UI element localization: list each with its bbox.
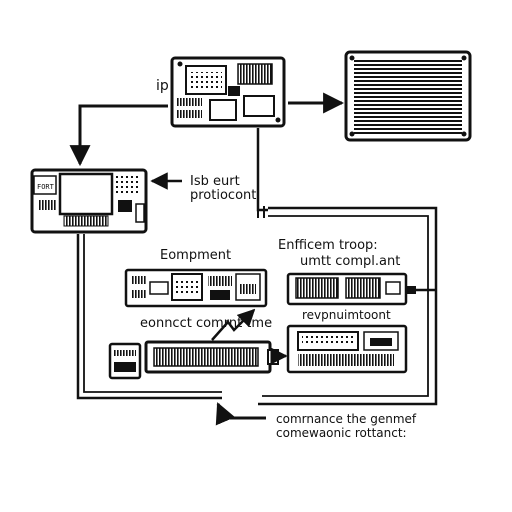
label-enfficem-troop: Enfficem troop: [278, 238, 378, 253]
label-eompment: Eompment [160, 248, 232, 263]
cable-right-bus-outer [258, 206, 438, 406]
label-isb-eurt: Isb eurt [190, 174, 240, 189]
arrow-board-to-left-module [69, 104, 168, 167]
label-umtt-compl-ant: umtt compl.ant [300, 254, 401, 269]
cable-left-loop-inner [83, 234, 222, 393]
heatsink-panel [344, 50, 472, 142]
label-comrnance-the-genmef: comrnance the genmef [276, 412, 417, 426]
top-circuit-board [170, 56, 286, 128]
label-revpnuimtoont: revpnuimtoont [302, 308, 391, 322]
arrow-bottom-return [215, 402, 266, 426]
left-module-board [30, 168, 148, 234]
connector-board-tap-end [406, 286, 416, 294]
component-board [124, 268, 268, 308]
label-protiocont: protiocont [190, 188, 257, 203]
label-comewaonic-rottanct: comewaonic rottanct: [276, 426, 407, 440]
lower-right-board [286, 324, 408, 374]
cable-left-loop [76, 234, 222, 400]
small-connector-module [108, 342, 142, 380]
label-eonncct-comrnt-tme: eonncct comrnt tme [140, 316, 273, 331]
cable-top-board-down [256, 128, 268, 212]
connector-board [286, 272, 408, 306]
cable-right-bus-inner [262, 215, 429, 397]
label-ip: ip [156, 78, 169, 94]
left-module-chip-label: FORT [37, 183, 55, 191]
ribbon-connector [144, 340, 279, 374]
zigzag-pointer [211, 308, 256, 341]
